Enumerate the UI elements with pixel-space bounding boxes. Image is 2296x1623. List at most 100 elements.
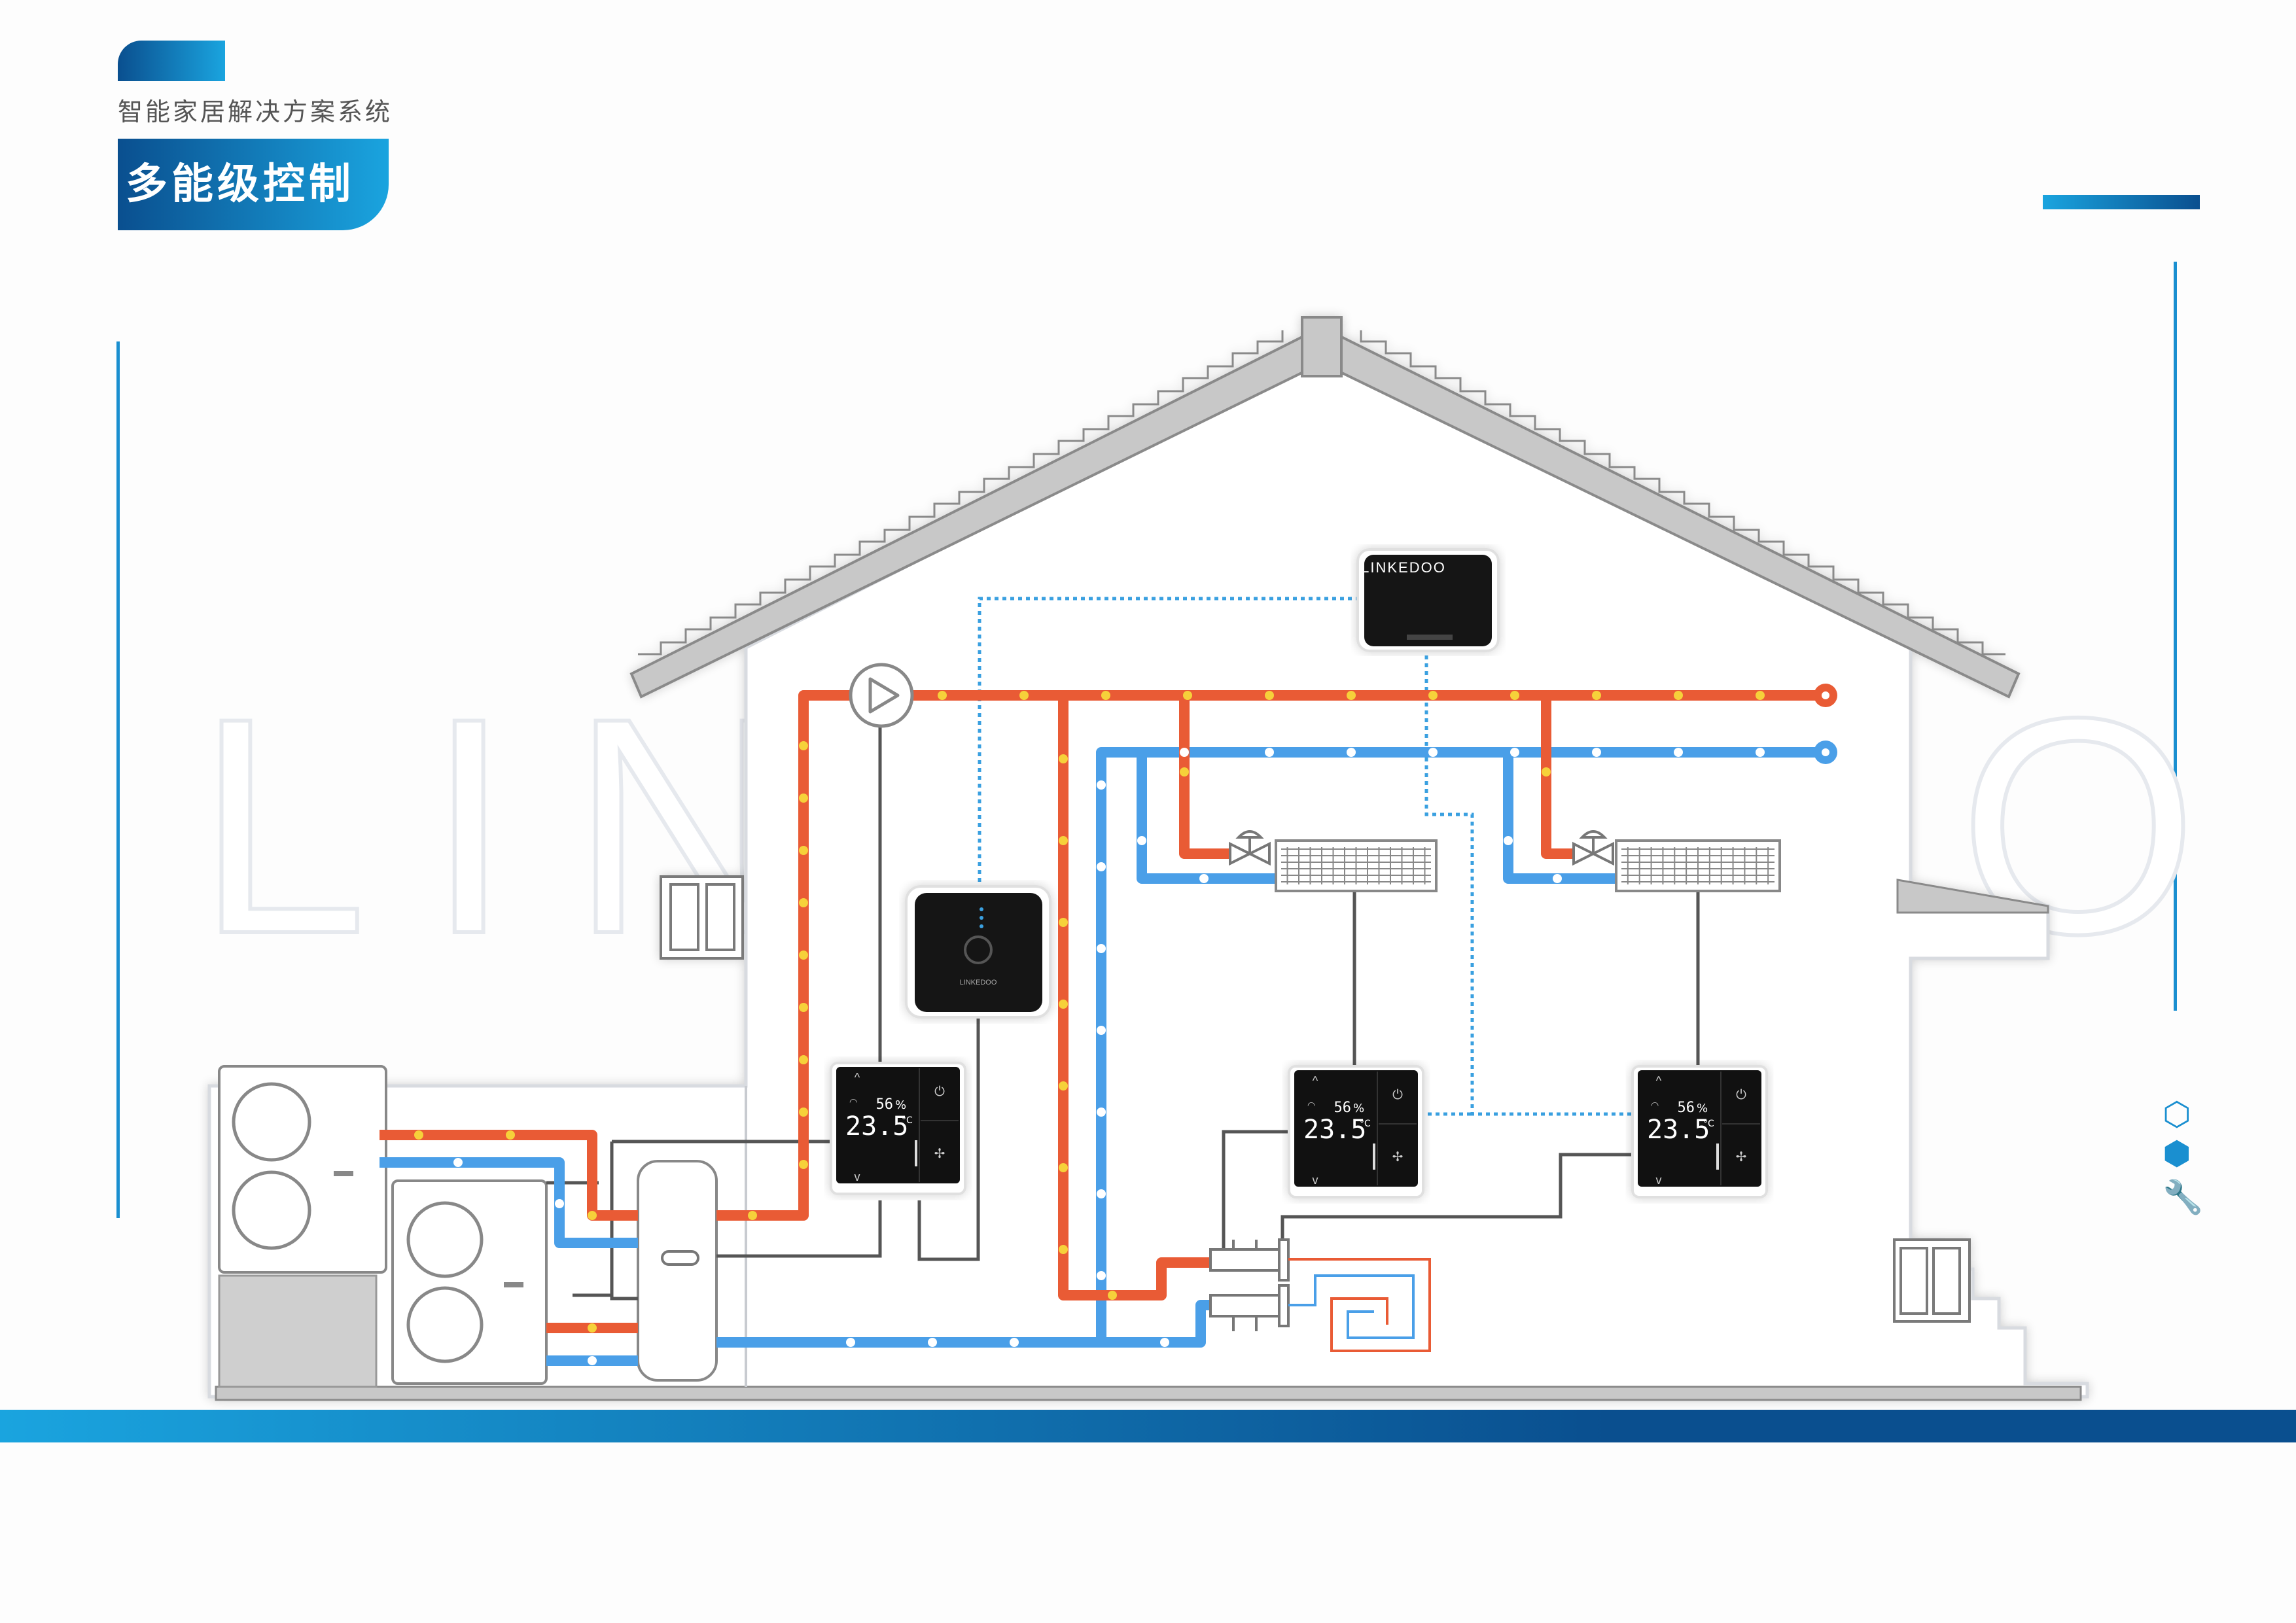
- fan-icon: ✢: [1392, 1150, 1404, 1164]
- valve-icon: [1229, 830, 1271, 866]
- flow-dot: [1097, 944, 1106, 953]
- wifi-icon: ◠: [1651, 1100, 1659, 1110]
- temperature-readout: 23.5: [1647, 1115, 1710, 1145]
- heat-pump-outdoor-unit-b: [391, 1179, 548, 1385]
- hex-nut-icon: ⬡: [2163, 1096, 2191, 1132]
- chevron-up-icon: ^: [1656, 1074, 1662, 1087]
- power-icon: ⏻: [934, 1085, 945, 1099]
- flow-dot: [1265, 748, 1274, 757]
- flow-dot: [1347, 748, 1356, 757]
- flow-dot: [1504, 836, 1513, 845]
- hex-nut-icon: ⬢: [2163, 1135, 2191, 1172]
- thermostat-screen: [1638, 1070, 1761, 1187]
- flow-dot: [799, 1108, 808, 1117]
- wrench-icon: 🔧: [2163, 1179, 2204, 1215]
- flow-dot: [1265, 691, 1274, 700]
- flow-dot: [938, 691, 947, 700]
- radiator-unit-a: [1275, 839, 1438, 892]
- power-icon: ⏻: [1736, 1088, 1746, 1102]
- flow-dot: [1180, 748, 1189, 757]
- flow-dot: [1542, 767, 1551, 777]
- flow-dot: [1097, 1189, 1106, 1198]
- flow-dot: [799, 794, 808, 803]
- bottom-accent-bar: [0, 1410, 2296, 1442]
- humidity-readout: 56: [1678, 1100, 1695, 1116]
- flow-dot: [1347, 691, 1356, 700]
- flow-dot: [928, 1338, 937, 1347]
- flow-dot: [1108, 1291, 1117, 1300]
- left-accent-line: [116, 341, 120, 1218]
- cold-pipe-flow-dots: [453, 748, 1765, 1365]
- thermostat-screen: [836, 1067, 960, 1183]
- chevron-down-icon: v: [1656, 1174, 1662, 1187]
- flow-dot: [1059, 918, 1068, 927]
- thermostat-screen: [1294, 1070, 1418, 1187]
- hub-brand-label: LINKEDOO: [960, 979, 997, 986]
- flow-dot: [1199, 874, 1209, 883]
- flow-dot: [1756, 748, 1765, 757]
- flow-dot: [799, 1160, 808, 1169]
- thermostat-panel[interactable]: 56%23.5°C ^ v ⏻ ✢ ◠: [1631, 1065, 1768, 1198]
- flow-dot: [1097, 1271, 1106, 1280]
- hot-pipes: [380, 690, 1826, 1333]
- flow-dot: [1059, 1081, 1068, 1091]
- temperature-unit: °C: [1703, 1119, 1714, 1129]
- hot-pipe-flow-dots: [414, 691, 1765, 1333]
- flow-dot: [1097, 1026, 1106, 1035]
- humidity-unit: %: [1353, 1102, 1364, 1115]
- gateway-brand-label: LINKEDOO: [1361, 559, 1446, 576]
- flow-dot: [414, 1130, 423, 1140]
- flow-dot: [1510, 748, 1519, 757]
- flow-dot: [1097, 862, 1106, 871]
- signal-lines: [978, 597, 1633, 1116]
- chevron-down-icon: v: [1313, 1174, 1318, 1187]
- thermostat-group: 56%23.5°C^v⏻✢◠56%23.5°C^v⏻✢◠56%23.5°C^v⏻…: [830, 1062, 1768, 1198]
- flow-dot: [1097, 1108, 1106, 1117]
- humidity-readout: 56: [1334, 1100, 1352, 1116]
- circulation-pump-icon: [849, 663, 914, 728]
- water-buffer-tank: [637, 1160, 718, 1382]
- fan-icon: ✢: [934, 1147, 945, 1161]
- humidity-unit: %: [895, 1098, 906, 1112]
- underfloor-heating-loop: [1288, 1258, 1431, 1352]
- page-title: 多能级控制: [118, 139, 389, 230]
- flow-dot: [1059, 1245, 1068, 1254]
- flow-dot: [748, 1211, 757, 1220]
- humidity-unit: %: [1697, 1102, 1708, 1115]
- flow-dot: [588, 1323, 597, 1333]
- thermostat-panel[interactable]: 56%23.5°C^v⏻✢◠: [830, 1062, 966, 1195]
- temperature-readout: 23.5: [1303, 1115, 1366, 1145]
- wifi-gateway-device: LINKEDOO: [1356, 548, 1500, 652]
- central-hub-device: LINKEDOO: [905, 885, 1051, 1019]
- flow-dot: [1428, 748, 1438, 757]
- temperature-unit: °C: [1360, 1119, 1371, 1129]
- flow-dot: [1592, 691, 1601, 700]
- right-accent-bar: [2043, 195, 2200, 209]
- flow-dot: [1510, 691, 1519, 700]
- power-icon: ⏻: [1392, 1088, 1403, 1102]
- flow-dot: [799, 846, 808, 855]
- cold-pipes: [380, 747, 1826, 1366]
- chevron-up-icon: ^: [855, 1071, 860, 1084]
- thermostat-panel[interactable]: 56%23.5°C^v⏻✢◠: [1288, 1065, 1424, 1198]
- flow-dot: [588, 1356, 597, 1365]
- flow-dot: [1674, 691, 1683, 700]
- flow-dot: [1674, 748, 1683, 757]
- heat-pump-outdoor-unit-a: [218, 1065, 387, 1388]
- flow-dot: [1059, 1000, 1068, 1009]
- fan-icon: ✢: [1736, 1150, 1747, 1164]
- flow-dot: [1137, 836, 1146, 845]
- header-subtitle: 智能家居解决方案系统: [118, 97, 393, 126]
- hub-button-icon: [964, 935, 993, 964]
- right-accent-line: [2174, 262, 2177, 1011]
- flow-dot: [555, 1199, 564, 1208]
- flow-dot: [588, 1211, 597, 1220]
- humidity-readout: 56: [876, 1096, 894, 1113]
- flow-dot: [799, 1055, 808, 1064]
- valve-icon: [1572, 830, 1614, 866]
- flow-dot: [1101, 691, 1110, 700]
- chevron-up-icon: ^: [1313, 1074, 1318, 1087]
- chevron-down-icon: v: [855, 1170, 860, 1183]
- temperature-unit: °C: [902, 1115, 913, 1126]
